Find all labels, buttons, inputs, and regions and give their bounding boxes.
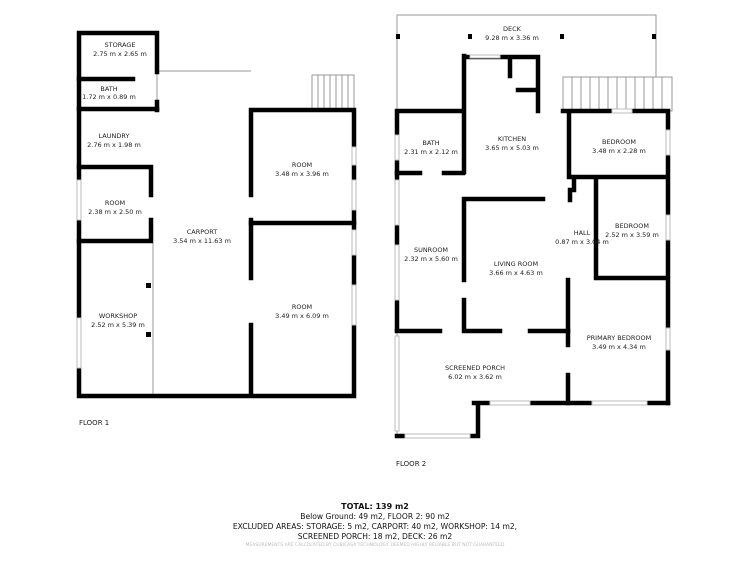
- room-name: STORAGE: [105, 41, 136, 49]
- window: [469, 54, 501, 59]
- floor2-stairs: [562, 76, 673, 112]
- window: [351, 179, 357, 211]
- window: [394, 134, 400, 161]
- room-name: BEDROOM: [615, 222, 649, 230]
- room-name: DECK: [503, 25, 522, 33]
- window: [351, 229, 357, 256]
- room-name: BEDROOM: [602, 138, 636, 146]
- room-size: 2.32 m x 5.60 m: [404, 255, 458, 263]
- room-name: ROOM: [292, 161, 312, 169]
- window: [394, 179, 400, 226]
- window: [665, 214, 671, 241]
- window: [76, 317, 82, 369]
- excluded-areas-cont: SCREENED PORCH: 18 m2, DECK: 26 m2: [297, 532, 453, 541]
- window: [394, 335, 400, 432]
- window: [665, 327, 671, 351]
- room-name: CARPORT: [187, 228, 218, 236]
- room-name: SCREENED PORCH: [445, 364, 505, 372]
- room-size: 2.75 m x 2.65 m: [93, 50, 147, 58]
- room-name: LAUNDRY: [99, 132, 130, 140]
- room-name: HALL: [574, 229, 591, 237]
- floor1-plan: [76, 30, 357, 399]
- room-size: 2.76 m x 1.98 m: [87, 141, 141, 149]
- room-name: KITCHEN: [498, 135, 526, 143]
- room-size: 1.72 m x 0.89 m: [82, 93, 136, 101]
- window: [591, 400, 648, 406]
- area-breakdown: Below Ground: 49 m2, FLOOR 2: 90 m2: [300, 512, 450, 521]
- room-size: 3.65 m x 5.03 m: [485, 144, 539, 152]
- room-size: 2.38 m x 2.50 m: [88, 208, 142, 216]
- room-size: 3.48 m x 2.28 m: [592, 147, 646, 155]
- room-size: 0.87 m x 3.04 m: [555, 238, 609, 246]
- floor1-label: FLOOR 1: [79, 419, 109, 427]
- floor2-labels: DECK 9.28 m x 3.36 m BATH 2.31 m x 2.12 …: [396, 25, 659, 468]
- window: [76, 179, 82, 221]
- room-size: 3.48 m x 3.96 m: [275, 170, 329, 178]
- window: [351, 146, 357, 166]
- room-size: 2.31 m x 2.12 m: [404, 148, 458, 156]
- window: [404, 433, 471, 439]
- window: [394, 244, 400, 301]
- room-name: ROOM: [292, 303, 312, 311]
- floor2-plan: [394, 14, 673, 439]
- room-size: 3.66 m x 4.63 m: [489, 269, 543, 277]
- room-name: BATH: [422, 139, 439, 147]
- room-size: 3.49 m x 6.09 m: [275, 312, 329, 320]
- window: [611, 108, 633, 114]
- room-name: ROOM: [105, 199, 125, 207]
- excluded-areas: EXCLUDED AREAS: STORAGE: 5 m2, CARPORT: …: [232, 522, 518, 531]
- disclaimer: MEASUREMENTS ARE CALCULATED BY CUBICASA …: [245, 543, 505, 548]
- room-size: 3.54 m x 11.63 m: [173, 237, 231, 245]
- window: [351, 284, 357, 326]
- room-size: 6.02 m x 3.62 m: [448, 373, 502, 381]
- floor2-label: FLOOR 2: [396, 460, 426, 468]
- window: [665, 129, 671, 156]
- total-area: TOTAL: 139 m2: [341, 502, 409, 511]
- window: [489, 400, 531, 406]
- room-name: SUNROOM: [414, 246, 448, 254]
- floor1-stairs: [311, 74, 355, 111]
- room-size: 2.52 m x 5.39 m: [91, 321, 145, 329]
- floor1-labels: STORAGE 2.75 m x 2.65 m BATH 1.72 m x 0.…: [79, 41, 329, 427]
- room-name: PRIMARY BEDROOM: [587, 334, 651, 342]
- room-name: BATH: [100, 85, 117, 93]
- room-size: 3.49 m x 4.34 m: [592, 343, 646, 351]
- room-name: LIVING ROOM: [494, 260, 538, 268]
- room-name: WORKSHOP: [99, 312, 137, 320]
- room-size: 9.28 m x 3.36 m: [485, 34, 539, 42]
- room-size: 2.52 m x 3.59 m: [605, 231, 659, 239]
